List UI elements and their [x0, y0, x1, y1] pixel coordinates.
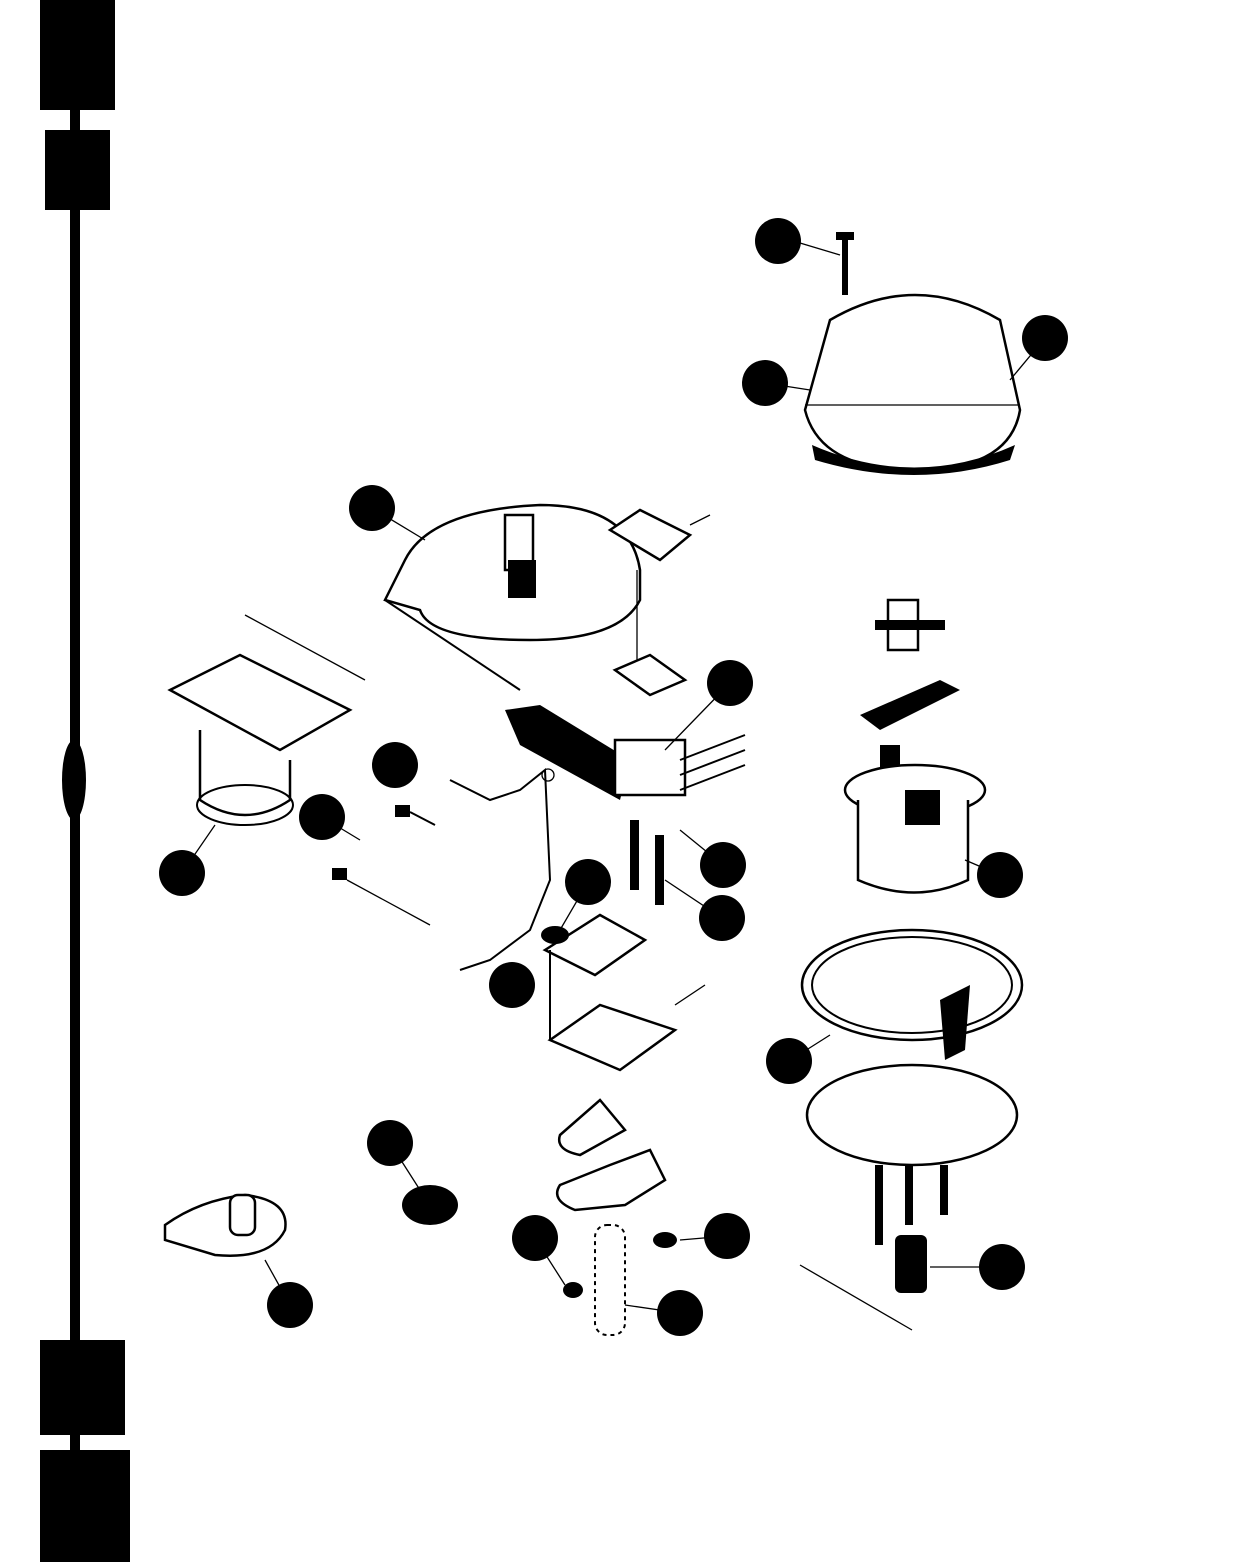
lever-arm-part — [449, 767, 555, 971]
dome-cap-part — [803, 293, 1022, 475]
callout-balloon — [267, 1282, 313, 1328]
callout-balloon — [512, 1215, 558, 1261]
callout-balloon — [657, 1290, 703, 1336]
callout-balloon — [766, 1038, 812, 1084]
cup-part — [843, 763, 987, 894]
callout-balloon — [704, 1213, 750, 1259]
screws-part — [332, 805, 436, 926]
callout-balloon — [1022, 315, 1068, 361]
cap-screw-part — [836, 232, 854, 295]
callout-balloon — [349, 485, 395, 531]
callout-balloon — [700, 842, 746, 888]
scan-binding-edge — [40, 0, 130, 1562]
mounting-bracket-part — [167, 614, 366, 826]
callout-balloon — [372, 742, 418, 788]
bowl-platter-part — [799, 928, 1024, 1331]
callout-balloon — [159, 850, 205, 896]
callout-balloon — [489, 962, 535, 1008]
callout-balloons — [159, 218, 1068, 1336]
callout-balloon — [367, 1120, 413, 1166]
plate-bracket-part — [541, 913, 706, 1072]
callout-balloon — [742, 360, 788, 406]
callout-balloon — [699, 895, 745, 941]
cam-disc-part — [163, 1185, 458, 1257]
callout-balloon — [755, 218, 801, 264]
callout-balloon — [977, 852, 1023, 898]
motor-housing-part — [383, 503, 711, 697]
small-lever-part — [555, 1098, 667, 1212]
callout-balloon — [979, 1244, 1025, 1290]
switch-assembly-part — [505, 705, 746, 905]
callout-balloon — [565, 859, 611, 905]
callout-balloon — [707, 660, 753, 706]
spring-part — [563, 1224, 677, 1336]
callout-balloon — [299, 794, 345, 840]
